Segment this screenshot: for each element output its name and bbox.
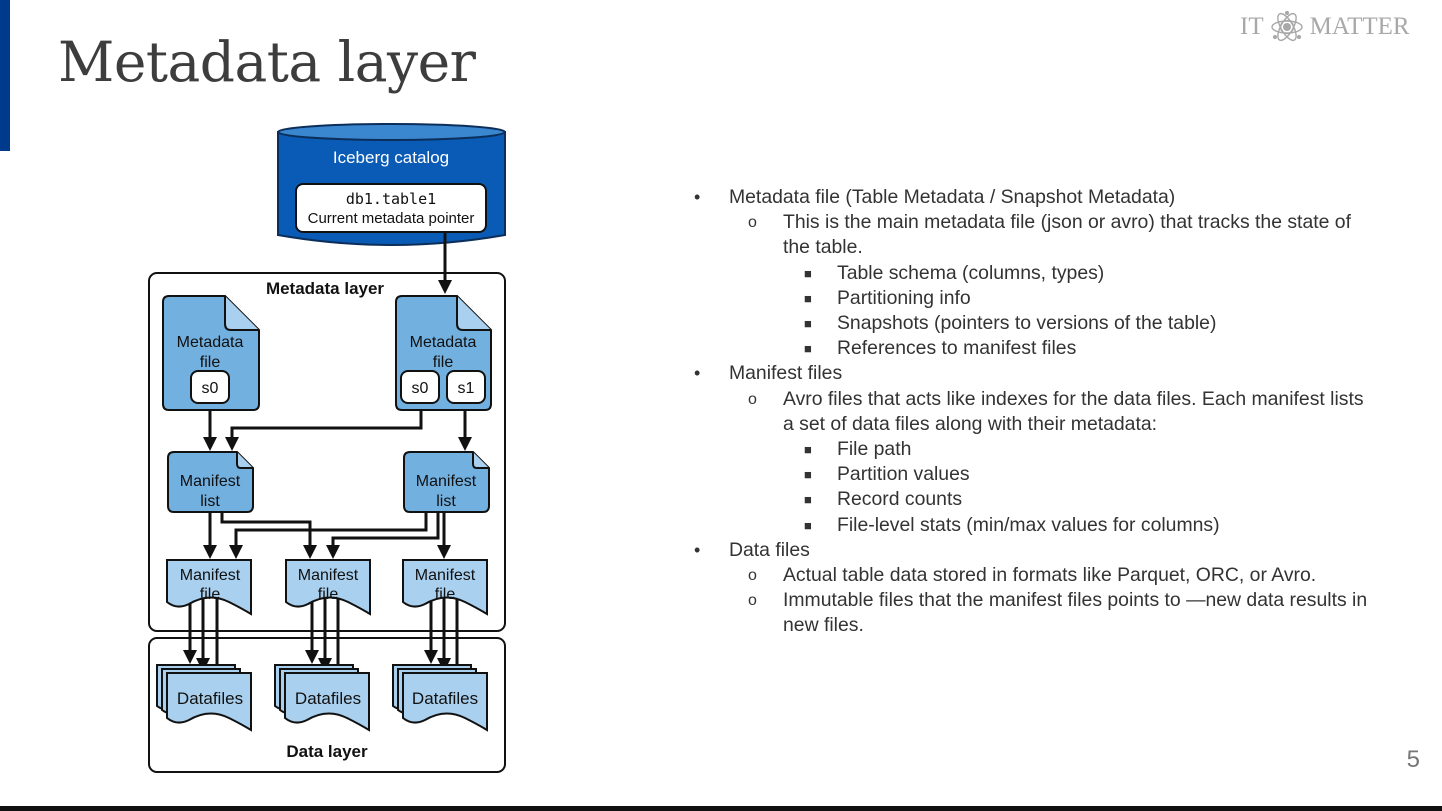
manifest-file-2-line2: file xyxy=(318,586,339,603)
manifest-file-3: Manifest file xyxy=(402,559,488,616)
title-accent-bar xyxy=(0,0,10,151)
datafiles-1-label: Datafiles xyxy=(177,689,243,708)
bullet-metadata-file: •Metadata file (Table Metadata / Snapsho… xyxy=(694,185,1374,210)
snapshot-s0 xyxy=(400,370,440,404)
metadata-file-2-line2: file xyxy=(433,354,454,371)
sub-sub-bullet: ■Record counts xyxy=(694,487,1374,512)
manifest-file-1: Manifest file xyxy=(166,559,252,616)
page-number: 5 xyxy=(1406,746,1420,773)
bullet-manifest-files: •Manifest files xyxy=(694,361,1374,386)
manifest-list-1-line2: list xyxy=(200,493,220,510)
snapshot-s1-label: s1 xyxy=(458,380,475,397)
bullet-square-icon: ■ xyxy=(804,467,812,483)
metadata-file-2-line1: Metadata xyxy=(410,334,477,351)
bullet-list: •Metadata file (Table Metadata / Snapsho… xyxy=(694,185,1374,639)
snapshot-s1 xyxy=(446,370,486,404)
bullet-circle-icon: o xyxy=(748,390,757,408)
datafiles-stack-1: Datafiles xyxy=(156,664,252,732)
snapshot-s0 xyxy=(190,370,230,404)
bottom-border xyxy=(0,806,1442,811)
brand-text-left: IT xyxy=(1240,13,1264,40)
metadata-file-1-line2: file xyxy=(200,354,221,371)
iceberg-architecture-diagram: Iceberg catalog db1.table1 Current metad… xyxy=(145,120,515,780)
bullet-circle-icon: o xyxy=(748,214,757,232)
manifest-file-2-line1: Manifest xyxy=(298,567,359,584)
manifest-file-3-line2: file xyxy=(435,586,456,603)
sub-sub-bullet: ■File path xyxy=(694,437,1374,462)
manifest-list-2: Manifest list xyxy=(403,451,490,513)
bullet-square-icon: ■ xyxy=(804,316,812,332)
iceberg-catalog: Iceberg catalog db1.table1 Current metad… xyxy=(277,123,506,246)
bullet-square-icon: ■ xyxy=(804,492,812,508)
bullet-dot-icon: • xyxy=(694,187,701,207)
catalog-pointer-label: Current metadata pointer xyxy=(308,210,475,227)
page-title: Metadata layer xyxy=(58,30,476,94)
bullet-square-icon: ■ xyxy=(804,341,812,357)
manifest-list-1: Manifest list xyxy=(167,451,254,513)
catalog-label: Iceberg catalog xyxy=(333,148,449,167)
bullet-circle-icon: o xyxy=(748,592,757,610)
manifest-list-2-line2: list xyxy=(436,493,456,510)
bullet-square-icon: ■ xyxy=(804,265,812,281)
metadata-file-1: Metadata file s0 xyxy=(162,295,260,411)
datafiles-3-label: Datafiles xyxy=(412,689,478,708)
datafiles-stack-3: Datafiles xyxy=(392,664,488,732)
snapshot-s0-label: s0 xyxy=(412,380,429,397)
brand-logo: IT MATTER xyxy=(1240,10,1410,44)
sub-sub-bullet: ■Table schema (columns, types) xyxy=(694,261,1374,286)
bullet-dot-icon: • xyxy=(694,363,701,384)
sub-sub-bullet: ■Partition values xyxy=(694,462,1374,487)
snapshot-s0-label: s0 xyxy=(202,380,219,397)
datafiles-stack-2: Datafiles xyxy=(274,664,370,732)
sub-sub-bullet: ■Partitioning info xyxy=(694,286,1374,311)
sub-sub-bullet: ■References to manifest files xyxy=(694,336,1374,361)
catalog-table-name: db1.table1 xyxy=(346,190,436,208)
manifest-list-2-line1: Manifest xyxy=(416,473,477,490)
manifest-file-2: Manifest file xyxy=(285,559,371,616)
bullet-circle-icon: o xyxy=(748,567,757,585)
metadata-layer-label: Metadata layer xyxy=(266,279,384,298)
brand-text-right: MATTER xyxy=(1309,13,1410,40)
sub-sub-bullet: ■Snapshots (pointers to versions of the … xyxy=(694,311,1374,336)
manifest-file-1-line1: Manifest xyxy=(180,567,241,584)
bullet-square-icon: ■ xyxy=(804,290,812,306)
manifest-file-3-line1: Manifest xyxy=(415,567,476,584)
metadata-file-1-line1: Metadata xyxy=(177,334,244,351)
atom-icon xyxy=(1270,11,1303,42)
bullet-dot-icon: • xyxy=(694,539,701,560)
manifest-file-1-line2: file xyxy=(200,586,221,603)
datafiles-2-label: Datafiles xyxy=(295,689,361,708)
bullet-data-files: •Data files xyxy=(694,538,1374,563)
sub-sub-bullet: ■File-level stats (min/max values for co… xyxy=(694,513,1374,538)
bullet-square-icon: ■ xyxy=(804,517,812,533)
manifest-list-1-line1: Manifest xyxy=(180,473,241,490)
bullet-square-icon: ■ xyxy=(804,442,812,458)
metadata-file-2: Metadata file s0 s1 xyxy=(395,295,492,411)
data-layer-label: Data layer xyxy=(286,742,368,761)
